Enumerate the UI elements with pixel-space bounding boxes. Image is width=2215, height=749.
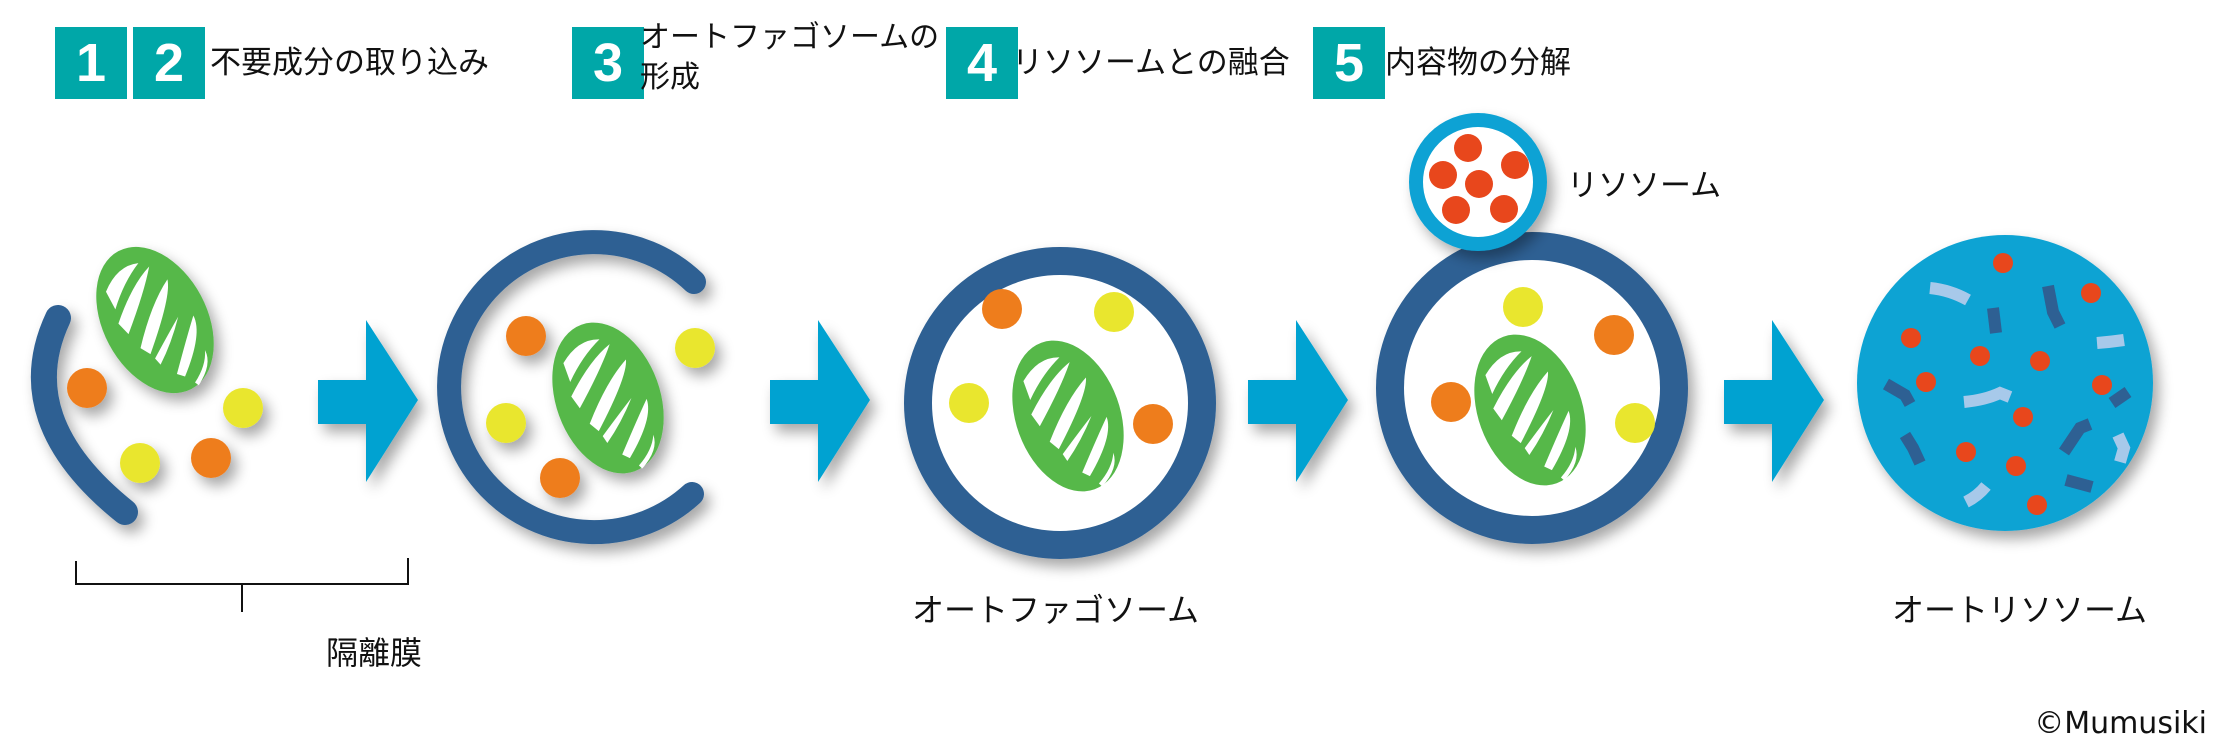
step-5-title: 内容物の分解: [1385, 45, 1571, 81]
copyright-text: ©Mumusiki: [2034, 706, 2207, 741]
isolation-membrane-label: 隔離膜: [326, 634, 423, 672]
step-3-title-line1: オートファゴソームの: [640, 20, 940, 55]
step-4-title: リソソームとの融合: [1012, 45, 1290, 81]
stage-2-engulfing: [437, 230, 715, 545]
autolysosome-label: オートリソソーム: [1892, 591, 2148, 629]
stage-4-fusion: [1376, 232, 1688, 544]
arrow-2-icon: [770, 320, 870, 482]
lysosome: [1409, 113, 1547, 251]
arrow-4-icon: [1724, 320, 1824, 482]
arrow-3-icon: [1248, 320, 1348, 482]
stage-1-isolation-membrane: [30, 226, 263, 525]
step-5-badge: 5: [1313, 27, 1385, 99]
step-1-badge: 1: [55, 27, 127, 99]
step-3-badge: 3: [572, 27, 644, 99]
isolation-membrane-bracket: [75, 558, 409, 612]
step-2-badge: 2: [133, 27, 205, 99]
stage-3-autophagosome: [904, 247, 1216, 559]
arrow-1-icon: [318, 320, 418, 482]
step-3-title-line2: 形成: [640, 60, 700, 95]
lysosome-label: リソソーム: [1567, 168, 1722, 204]
stage-5-autolysosome: [1857, 235, 2153, 531]
autophagosome-label: オートファゴソーム: [912, 591, 1200, 629]
step-4-badge: 4: [946, 27, 1018, 99]
step-2-title: 不要成分の取り込み: [210, 45, 489, 81]
